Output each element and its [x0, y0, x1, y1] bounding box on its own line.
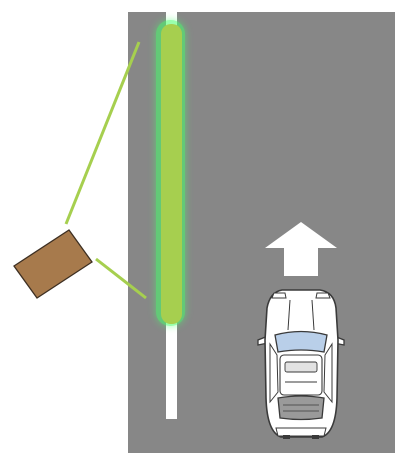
rear-left-tire: [283, 435, 290, 439]
roof: [279, 354, 323, 396]
car-top-view-icon: [257, 289, 345, 439]
up-arrow-icon: [265, 222, 337, 276]
left-headlight: [271, 292, 287, 299]
hood-line-right: [311, 299, 315, 331]
windshield: [274, 330, 328, 353]
projection-beam-bottom: [95, 257, 147, 300]
hood-line-left: [287, 299, 291, 331]
sunroof: [284, 361, 318, 373]
rear-right-tire: [312, 435, 319, 439]
projection-beam-top: [64, 41, 141, 225]
left-side-window: [269, 342, 279, 404]
right-side-window: [323, 342, 333, 404]
rear-bumper: [275, 427, 327, 437]
rear-window: [277, 395, 325, 421]
projector-box-icon: [13, 229, 93, 299]
right-headlight: [315, 292, 331, 299]
light-bar-icon: [161, 24, 182, 324]
